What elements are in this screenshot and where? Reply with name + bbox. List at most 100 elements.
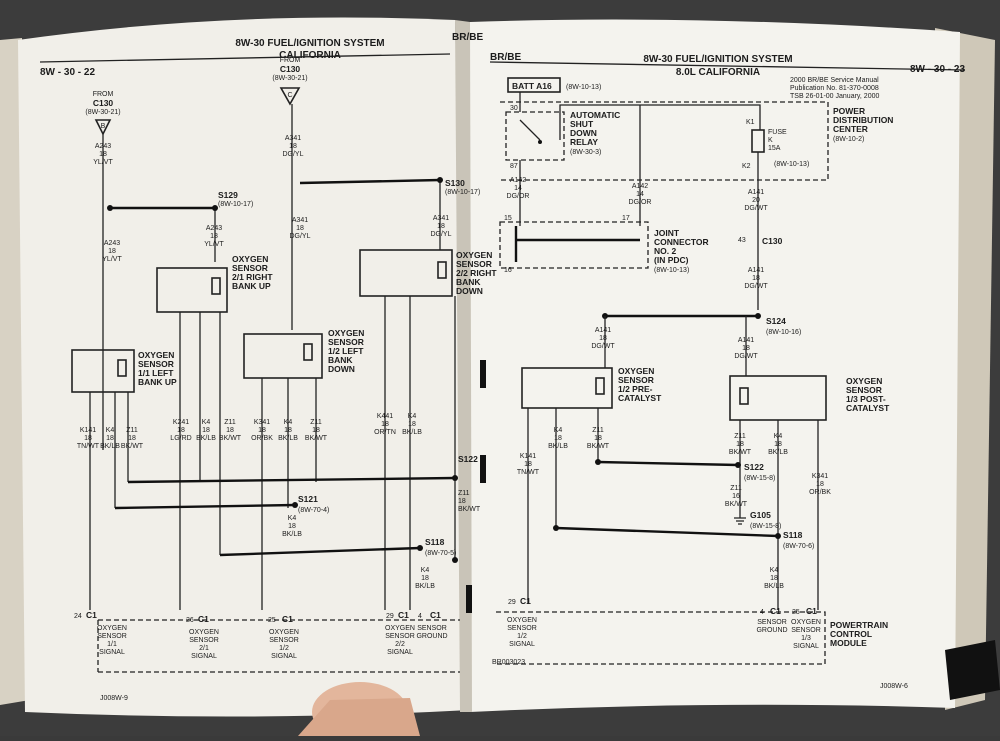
svg-text:BK/WT: BK/WT [219, 435, 242, 442]
svg-text:24: 24 [74, 613, 82, 620]
right-subtitle: 8.0L CALIFORNIA [676, 67, 760, 78]
right-upper-wire-labels: A142 14 DG/OR A142 14 DG/OR A141 20 DG/W… [507, 177, 783, 290]
oxygen-sensor-1-2: OXYGEN SENSOR 1/2 LEFT BANK DOWN [243, 328, 364, 379]
svg-text:C130: C130 [762, 236, 783, 246]
svg-text:G105: G105 [750, 510, 771, 520]
svg-text:C1: C1 [430, 610, 441, 620]
svg-text:BK/WT: BK/WT [121, 443, 144, 450]
svg-text:S122: S122 [458, 454, 478, 464]
svg-text:C1: C1 [398, 610, 409, 620]
svg-text:OXYGEN: OXYGEN [189, 629, 219, 636]
svg-text:K: K [768, 137, 773, 144]
svg-text:C1: C1 [198, 614, 209, 624]
connector-symbol [94, 119, 112, 136]
svg-text:SENSOR: SENSOR [97, 633, 127, 640]
left-figure-id: J008W-9 [100, 695, 128, 702]
svg-text:18: 18 [816, 481, 824, 488]
svg-text:K341: K341 [812, 473, 828, 480]
svg-text:SENSOR: SENSOR [138, 359, 174, 369]
svg-text:18: 18 [284, 427, 292, 434]
svg-text:C1: C1 [86, 610, 97, 620]
svg-text:TSB 26-01-00 January, 200: TSB 26-01-00 January, 2000 [790, 93, 879, 100]
svg-text:14: 14 [514, 185, 522, 192]
svg-text:OXYGEN: OXYGEN [328, 328, 364, 338]
svg-text:18: 18 [99, 151, 107, 158]
svg-text:SIGNAL: SIGNAL [387, 649, 413, 656]
svg-text:SENSOR: SENSOR [791, 627, 821, 634]
svg-text:GROUND: GROUND [416, 633, 447, 640]
page-tab-mark [480, 360, 486, 388]
heater-element-icon [437, 261, 447, 279]
right-model: BR/BE [490, 52, 521, 63]
svg-text:(8W-70-4): (8W-70-4) [298, 507, 329, 514]
svg-text:SENSOR: SENSOR [232, 263, 268, 273]
svg-text:1/1: 1/1 [107, 641, 117, 648]
svg-text:BATT A16: BATT A16 [512, 81, 552, 91]
svg-text:18: 18 [421, 575, 429, 582]
svg-text:C130: C130 [280, 64, 301, 74]
svg-text:K4: K4 [554, 427, 563, 434]
heater-element-icon [595, 377, 605, 395]
svg-text:K4: K4 [202, 419, 211, 426]
wire-labels-left: A243 18 YL/VT A243 18 YL/VT A341 18 DG/Y… [93, 135, 451, 263]
svg-text:Z11: Z11 [734, 433, 746, 440]
svg-text:S129: S129 [218, 190, 238, 200]
svg-text:17: 17 [622, 215, 630, 222]
right-lower-wires [527, 408, 819, 610]
svg-text:(8W-10-13): (8W-10-13) [566, 84, 601, 91]
svg-text:(IN PDC): (IN PDC) [654, 255, 689, 265]
svg-text:1/2: 1/2 [279, 645, 289, 652]
svg-text:1/2 PRE-: 1/2 PRE- [618, 384, 653, 394]
svg-text:DG/WT: DG/WT [734, 353, 758, 360]
svg-text:RELAY: RELAY [570, 137, 598, 147]
svg-text:BK/LB: BK/LB [548, 443, 568, 450]
svg-text:K1: K1 [746, 119, 755, 126]
svg-text:BK/LB: BK/LB [100, 443, 120, 450]
svg-text:SENSOR: SENSOR [456, 259, 492, 269]
svg-text:CATALYST: CATALYST [618, 393, 662, 403]
svg-text:OXYGEN: OXYGEN [97, 625, 127, 632]
svg-text:S118: S118 [783, 530, 803, 540]
right-page [470, 19, 960, 713]
svg-text:OXYGEN: OXYGEN [791, 619, 821, 626]
svg-text:SIGNAL: SIGNAL [793, 643, 819, 650]
heater-element-icon [117, 359, 127, 377]
right-page-header: BR/BE 8W-30 FUEL/IGNITION SYSTEM 8.0L CA… [489, 52, 965, 100]
svg-text:2/2: 2/2 [395, 641, 405, 648]
svg-text:OXYGEN: OXYGEN [618, 366, 654, 376]
svg-text:K4: K4 [288, 515, 297, 522]
svg-text:16: 16 [504, 267, 512, 274]
right-figure-id: J008W-6 [880, 683, 908, 690]
svg-text:SIGNAL: SIGNAL [99, 649, 125, 656]
svg-text:20: 20 [752, 197, 760, 204]
svg-text:(8W-30-21): (8W-30-21) [85, 109, 120, 116]
svg-text:(8W-10-17): (8W-10-17) [218, 201, 253, 208]
svg-text:BANK UP: BANK UP [232, 281, 271, 291]
svg-text:C130: C130 [93, 98, 114, 108]
svg-text:18: 18 [752, 275, 760, 282]
svg-text:C1: C1 [806, 606, 817, 616]
svg-text:(8W-10-2): (8W-10-2) [833, 136, 864, 143]
svg-text:SENSOR: SENSOR [189, 637, 219, 644]
svg-text:87: 87 [510, 163, 518, 170]
svg-text:DOWN: DOWN [328, 364, 355, 374]
right-figure-id-side: BR003023 [492, 659, 525, 666]
svg-text:26: 26 [186, 617, 194, 624]
svg-text:DG/WT: DG/WT [744, 283, 768, 290]
svg-text:S118: S118 [425, 537, 445, 547]
svg-text:DOWN: DOWN [570, 128, 597, 138]
svg-text:OXYGEN: OXYGEN [269, 629, 299, 636]
heater-element-icon [303, 343, 313, 361]
svg-text:Z11: Z11 [224, 419, 236, 426]
svg-text:A341: A341 [433, 215, 449, 222]
splice-s129: S129 (8W-10-17) [218, 190, 253, 208]
svg-text:SENSOR: SENSOR [417, 625, 447, 632]
svg-text:SENSOR: SENSOR [385, 633, 415, 640]
hand [298, 698, 420, 736]
svg-text:BK/LB: BK/LB [768, 449, 788, 456]
svg-text:25: 25 [268, 617, 276, 624]
svg-text:SIGNAL: SIGNAL [271, 653, 297, 660]
svg-text:SENSOR: SENSOR [846, 385, 882, 395]
svg-text:SHUT: SHUT [570, 119, 594, 129]
svg-text:DG/YL: DG/YL [289, 233, 310, 240]
